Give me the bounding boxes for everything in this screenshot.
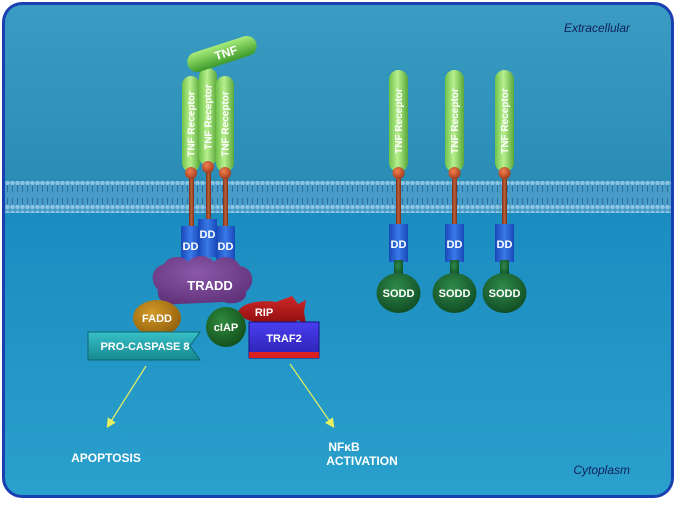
svg-text:SODD: SODD <box>439 288 471 300</box>
tnf-receptor-sodd-2: TNF Receptor DD SODD <box>432 70 477 313</box>
svg-text:TRAF2: TRAF2 <box>266 333 301 345</box>
svg-text:DD: DD <box>391 239 407 251</box>
svg-text:TNF: TNF <box>213 43 240 64</box>
procaspase-8: PRO-CASPASE 8 <box>87 331 201 361</box>
tnf-receptor: TNF Receptor <box>199 68 217 166</box>
death-domain: DD <box>495 224 514 262</box>
svg-text:SODD: SODD <box>489 288 521 300</box>
svg-text:DD: DD <box>200 229 216 241</box>
tnf-receptor: TNF Receptor <box>216 76 234 172</box>
death-domain: DD <box>389 224 408 262</box>
traf2-protein: TRAF2 <box>248 321 320 359</box>
death-domain: DD <box>181 226 200 264</box>
receptor-bead <box>202 161 214 173</box>
svg-text:FADD: FADD <box>142 313 172 325</box>
death-domain: DD <box>445 224 464 262</box>
svg-text:PRO-CASPASE 8: PRO-CASPASE 8 <box>100 341 189 353</box>
svg-text:DD: DD <box>497 239 513 251</box>
svg-text:cIAP: cIAP <box>214 322 238 334</box>
extracellular-label: Extracellular <box>564 21 631 35</box>
rip-protein: RIP <box>238 296 306 326</box>
tnf-receptor-sodd-1: TNF Receptor DD SODD <box>376 70 421 313</box>
death-domain: DD <box>216 226 235 264</box>
svg-text:TNF Receptor: TNF Receptor <box>221 91 232 157</box>
nfkb-label: NFκB <box>328 440 360 454</box>
apoptosis-arrow <box>106 365 147 429</box>
svg-text:SODD: SODD <box>383 288 415 300</box>
svg-text:DD: DD <box>218 241 234 253</box>
receptor-bead <box>448 167 461 179</box>
fadd-protein: FADD <box>133 300 181 336</box>
svg-text:RIP: RIP <box>255 307 273 319</box>
tradd-protein: TRADD <box>152 256 253 305</box>
svg-text:TNF Receptor: TNF Receptor <box>500 88 511 154</box>
svg-text:TNF Receptor: TNF Receptor <box>204 84 215 150</box>
activation-label: ACTIVATION <box>326 454 398 468</box>
svg-text:TNF Receptor: TNF Receptor <box>394 88 405 154</box>
tnf-receptor: TNF Receptor <box>182 76 200 172</box>
tnf-receptor: TNF Receptor <box>495 70 514 172</box>
receptor-stalk <box>189 172 194 212</box>
svg-text:TRADD: TRADD <box>187 278 233 293</box>
svg-text:DD: DD <box>447 239 463 251</box>
receptor-bead <box>185 167 197 179</box>
tnf-ligand: TNF <box>187 35 257 73</box>
ciap-protein: cIAP <box>206 307 246 347</box>
extracellular-region <box>5 5 671 183</box>
apoptosis-label: APOPTOSIS <box>71 451 141 465</box>
svg-text:TNF Receptor: TNF Receptor <box>187 91 198 157</box>
cytoplasm-label: Cytoplasm <box>573 463 630 477</box>
receptor-stalk <box>206 165 211 212</box>
receptor-bead <box>498 167 511 179</box>
death-domain: DD <box>198 219 217 257</box>
sodd-protein: SODD <box>482 260 527 313</box>
tnf-receptor-trimer: TNF Receptor TNF Receptor TNF Receptor D… <box>181 68 235 264</box>
tnf-receptor: TNF Receptor <box>389 70 408 172</box>
receptor-bead <box>219 167 231 179</box>
receptor-stalk <box>223 172 228 212</box>
cell-membrane <box>5 181 671 213</box>
svg-text:DD: DD <box>183 241 199 253</box>
svg-text:TNF Receptor: TNF Receptor <box>450 88 461 154</box>
tnf-receptor: TNF Receptor <box>445 70 464 172</box>
tnf-receptor-sodd-3: TNF Receptor DD SODD <box>482 70 527 313</box>
sodd-protein: SODD <box>376 260 421 313</box>
sodd-protein: SODD <box>432 260 477 313</box>
receptor-bead <box>392 167 405 179</box>
nfkb-arrow <box>289 363 335 428</box>
